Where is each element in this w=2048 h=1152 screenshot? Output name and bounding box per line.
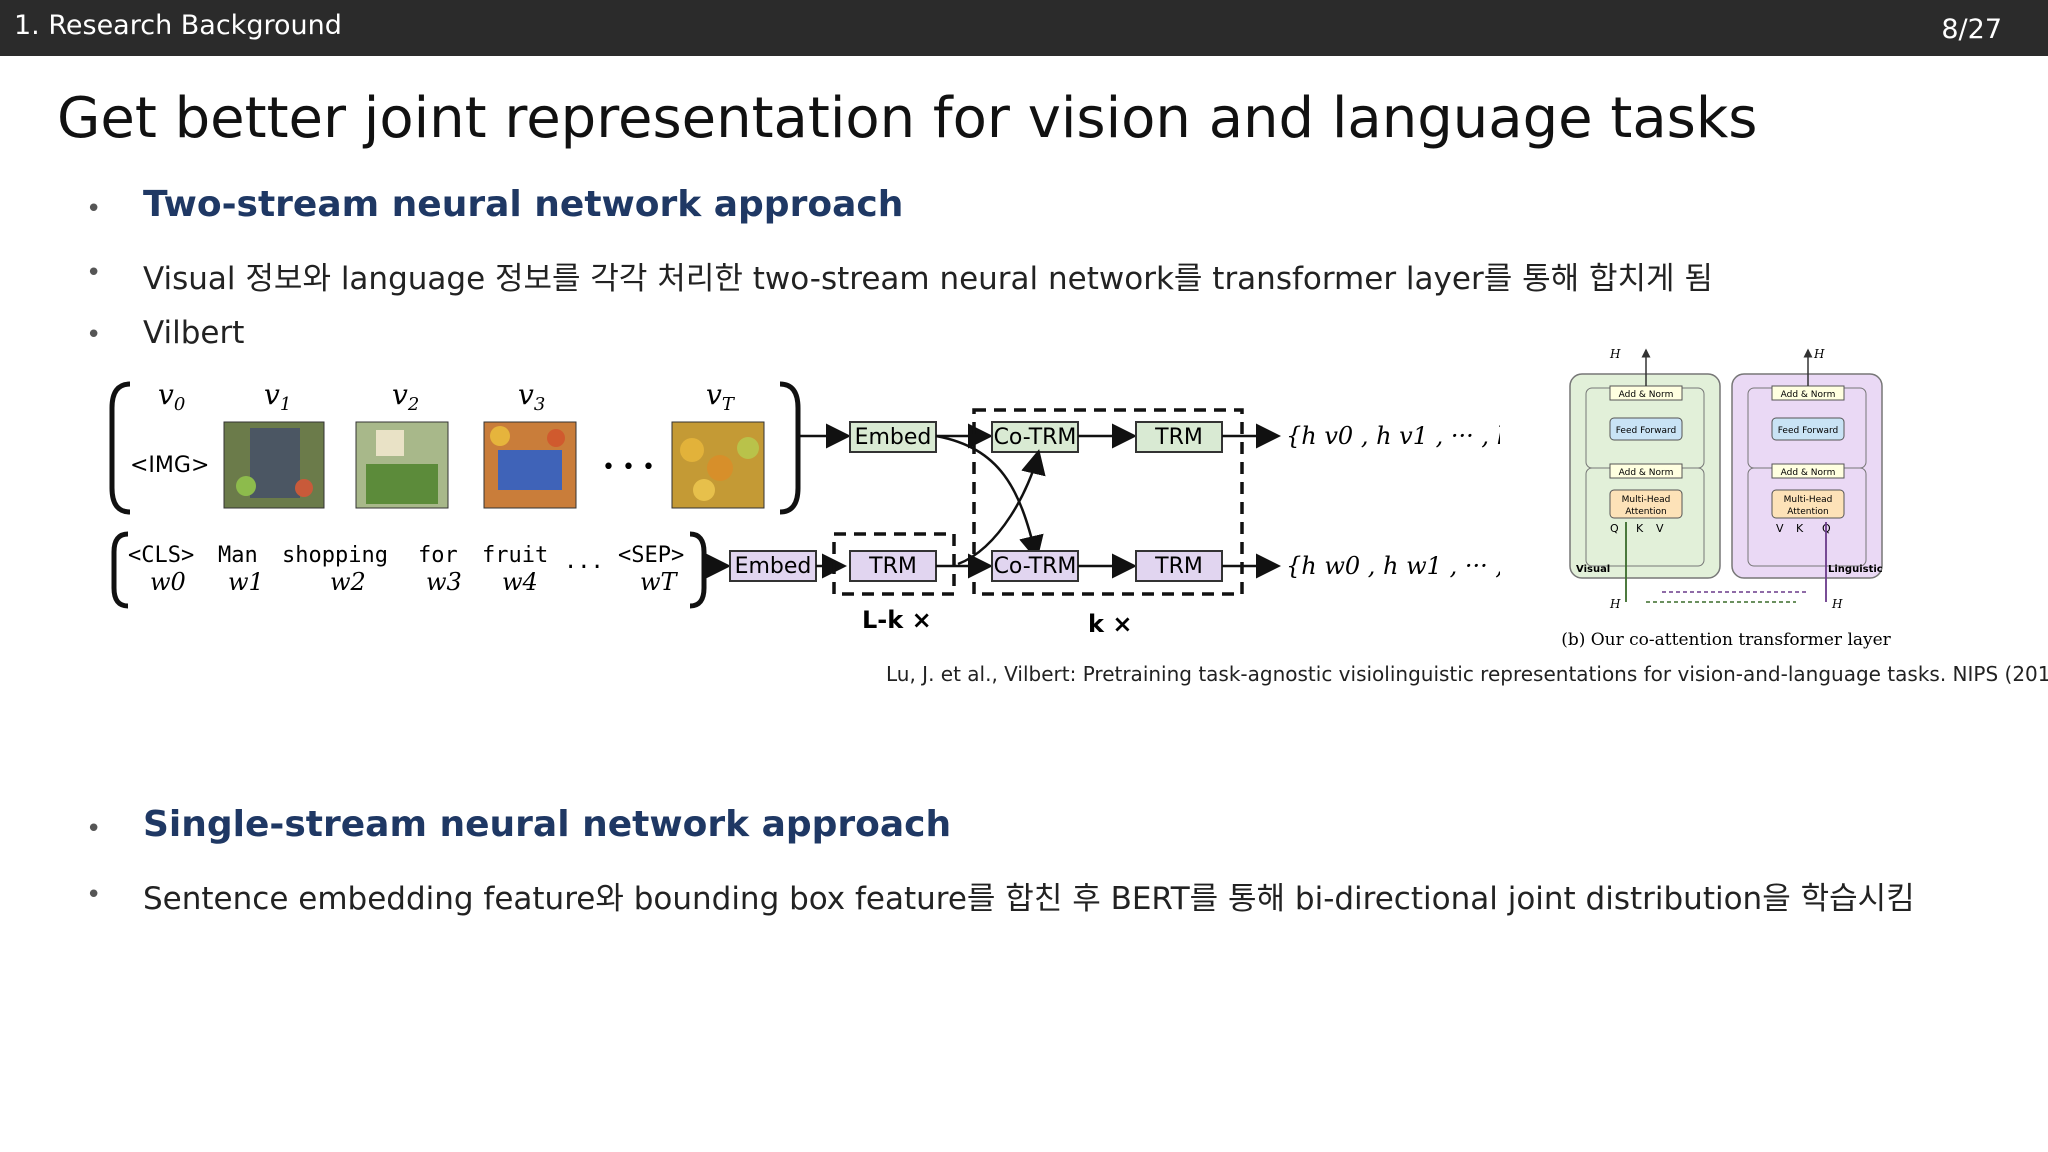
img-token: <IMG> (130, 453, 209, 478)
trm-visual-label: TRM (1154, 425, 1203, 450)
bullet-marker: • (86, 258, 102, 288)
ling-mha-line2: Attention (1787, 507, 1829, 517)
text-token-ellipsis: ... (564, 549, 604, 574)
output-visual: {h v0 , h v1 , ··· , h vT } (1286, 422, 1500, 450)
k-repeat-label: k × (1088, 610, 1132, 638)
hv-bottom-label: H (1609, 597, 1621, 611)
word-w3: w3 (426, 568, 462, 596)
visual-multihead-attention (1609, 489, 1683, 519)
cotrm-text-box (991, 550, 1079, 582)
ling-mha-line1: Multi-Head (1784, 495, 1833, 505)
token-v3: v3 (518, 378, 545, 415)
bullet-single-stream-desc: Sentence embedding feature와 bounding box… (143, 881, 1915, 917)
visual-feed-forward (1609, 417, 1683, 441)
text-token-man: Man (218, 543, 258, 568)
bullet-two-stream-desc: Visual 정보와 language 정보를 각각 처리한 two-strea… (143, 261, 1713, 297)
trm-text-pre-box (849, 550, 937, 582)
cotrm-visual-label: Co-TRM (994, 425, 1077, 450)
ling-v: V (1776, 522, 1784, 535)
lk-repeat-label: L-k × (862, 606, 932, 634)
token-vT: vT (706, 378, 736, 415)
bullet-marker: • (86, 814, 102, 844)
coattention-layer-diagram: Visual Add & Norm Feed Forward Add & Nor… (1561, 347, 1891, 650)
embed-text-box (729, 550, 817, 582)
coattention-caption: (b) Our co-attention transformer layer (1561, 630, 1891, 650)
visual-v: V (1656, 522, 1664, 535)
page-number: 8/27 (1941, 14, 2002, 45)
text-token-fruit: fruit (482, 543, 548, 568)
cotrm-text-label: Co-TRM (994, 554, 1077, 579)
ling-k: K (1796, 522, 1804, 535)
word-w2: w2 (330, 568, 366, 596)
token-v0: v0 (158, 378, 185, 415)
bullet-marker: • (86, 320, 102, 350)
trm-text-box (1135, 550, 1223, 582)
ling-add-norm-bottom-label: Add & Norm (1781, 468, 1836, 478)
image-crop-3 (483, 421, 577, 509)
visual-mha-line1: Multi-Head (1622, 495, 1671, 505)
bullet-vilbert: Vilbert (143, 315, 245, 351)
visual-ellipsis: • • • (602, 455, 655, 480)
slide-title: Get better joint representation for visi… (57, 86, 1758, 151)
text-token-sep: <SEP> (618, 543, 684, 568)
token-v2: v2 (392, 378, 419, 415)
trm-text-label: TRM (1154, 554, 1203, 579)
image-crop-1 (223, 421, 325, 509)
visual-add-norm-bottom-label: Add & Norm (1619, 468, 1674, 478)
word-w0: w0 (150, 568, 186, 596)
visual-add-norm-top-label: Add & Norm (1619, 390, 1674, 400)
visual-k: K (1636, 522, 1644, 535)
vilbert-architecture-diagram: v0 v1 v2 v3 vT <IMG> • • • Embed Co-TRM … (109, 378, 1500, 638)
bullet-single-stream: Single-stream neural network approach (143, 804, 952, 845)
bullet-marker: • (86, 880, 102, 910)
text-token-shopping: shopping (282, 543, 388, 568)
visual-mha-line2: Attention (1625, 507, 1667, 517)
text-token-for: for (418, 543, 458, 568)
bullet-two-stream: Two-stream neural network approach (143, 184, 904, 225)
brace-visual-right (779, 381, 801, 515)
k-layer-container (972, 408, 1244, 596)
ling-add-norm-bottom (1771, 463, 1845, 479)
trm-text-pre-label: TRM (868, 554, 917, 579)
visual-q: Q (1610, 522, 1619, 535)
ling-feed-forward-label: Feed Forward (1778, 426, 1839, 436)
word-w1: w1 (228, 568, 264, 596)
image-crop-T (671, 421, 765, 509)
visual-label: Visual (1576, 564, 1610, 575)
brace-text-right (689, 531, 707, 609)
linguistic-label: Linguistic (1828, 564, 1883, 575)
text-token-cls: <CLS> (128, 543, 194, 568)
embed-text-label: Embed (735, 554, 812, 579)
section-label: 1. Research Background (14, 10, 342, 41)
output-text: {h w0 , h w1 , ··· , h wT } (1286, 552, 1500, 580)
hw-top-label: H (1813, 347, 1825, 361)
hv-top-label: H (1609, 347, 1621, 361)
ling-add-norm-top-label: Add & Norm (1781, 390, 1836, 400)
visual-feed-forward-label: Feed Forward (1616, 426, 1677, 436)
lk-layer-container (832, 532, 956, 596)
top-bar: 1. Research Background 8/27 (0, 0, 2048, 56)
ling-multihead-attention (1771, 489, 1845, 519)
token-v1: v1 (264, 378, 291, 415)
citation: Lu, J. et al., Vilbert: Pretraining task… (886, 662, 2048, 686)
brace-visual-left (109, 381, 131, 515)
visual-add-norm-bottom (1609, 463, 1683, 479)
word-wT: wT (640, 568, 679, 596)
ling-feed-forward (1771, 417, 1845, 441)
bullet-marker: • (86, 194, 102, 224)
brace-text-left (111, 531, 129, 609)
embed-visual-label: Embed (855, 425, 932, 450)
image-crop-2 (355, 421, 449, 509)
word-w4: w4 (502, 568, 538, 596)
hw-bottom-label: H (1831, 597, 1843, 611)
